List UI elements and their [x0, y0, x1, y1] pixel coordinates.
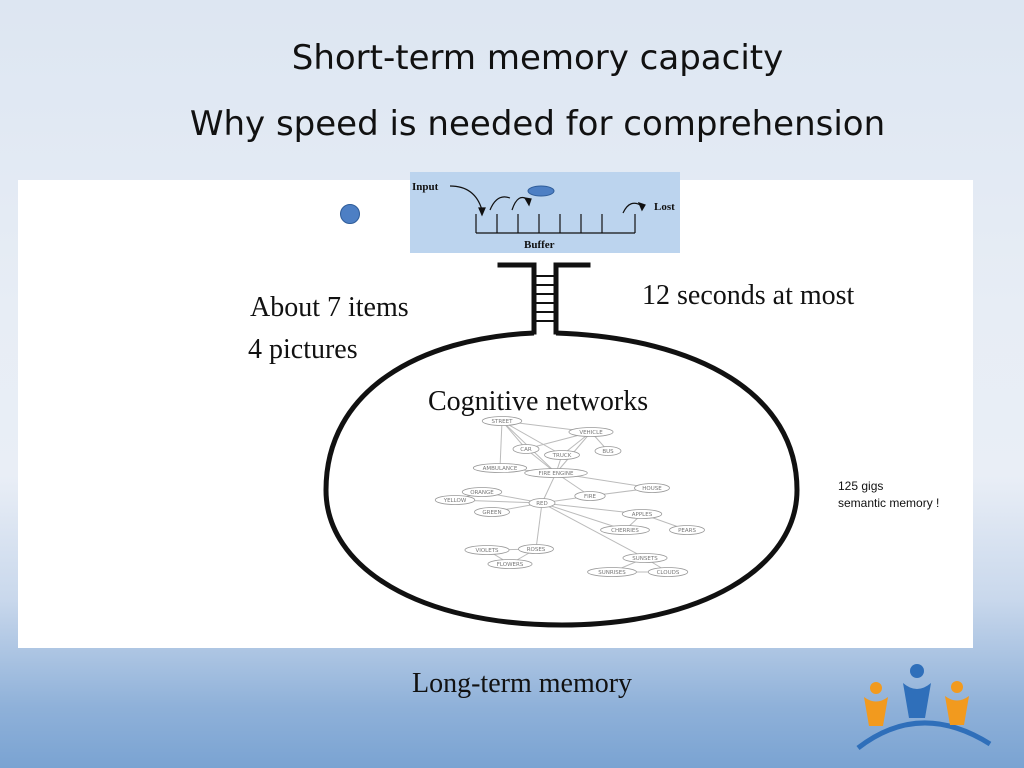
network-node-label: STREET — [492, 419, 514, 425]
network-node-oval — [647, 567, 689, 577]
buffer-label: Buffer — [524, 239, 555, 251]
network-node-oval — [487, 559, 533, 569]
network-nodes: STREET VEHICLE CAR BUS TRUCK AMBULANCE FIRE EN… — [434, 416, 705, 577]
slide-title: Short-term memory capacity — [291, 38, 784, 78]
network-node-label: GREEN — [482, 510, 501, 516]
network-node-oval — [621, 509, 663, 519]
network-node-oval — [669, 525, 705, 535]
network-node: CLOUDS — [647, 567, 689, 577]
buffer-lost-label: Lost — [654, 201, 675, 213]
logo-head-right — [951, 681, 963, 693]
logo-head-left — [870, 682, 882, 694]
network-node: VEHICLE — [568, 427, 614, 437]
network-node: CAR — [512, 444, 540, 454]
network-node-oval — [461, 487, 503, 497]
capacity-pictures-label: 4 pictures — [248, 334, 358, 365]
logo-body-center — [903, 683, 931, 718]
buffer-arrows — [449, 185, 646, 234]
semantic-memory-note: 125 gigs semantic memory ! — [838, 478, 939, 512]
network-node-label: AMBULANCE — [483, 466, 518, 472]
duration-label: 12 seconds at most — [642, 280, 855, 311]
network-node-oval — [634, 483, 670, 493]
network-node-oval — [524, 468, 588, 478]
network-node-label: CHERRIES — [611, 528, 639, 534]
network-node: RED — [528, 498, 556, 508]
network-node-label: TRUCK — [552, 453, 572, 459]
network-node-label: BUS — [602, 449, 614, 455]
network-node-oval — [528, 498, 556, 508]
network-node: SUNRISES — [587, 567, 637, 577]
network-node: YELLOW — [434, 495, 476, 505]
network-node-oval — [512, 444, 540, 454]
network-node-oval — [434, 495, 476, 505]
network-node-label: ROSES — [527, 547, 546, 553]
network-node-label: VEHICLE — [579, 430, 603, 436]
buffer-diagram — [410, 172, 680, 253]
gigs-line: 125 gigs — [838, 479, 884, 493]
network-node-label: SUNSETS — [632, 556, 658, 562]
network-node: HOUSE — [634, 483, 670, 493]
network-node-oval — [600, 525, 650, 535]
network-node: FIRE — [574, 491, 606, 501]
network-node: FLOWERS — [487, 559, 533, 569]
network-node-label: CAR — [520, 447, 532, 453]
network-node-label: CLOUDS — [657, 570, 680, 576]
network-node: ORANGE — [461, 487, 503, 497]
diagram-panel — [18, 180, 973, 648]
network-node-oval — [472, 463, 528, 473]
network-node: BUS — [594, 446, 622, 456]
network-node-label: APPLES — [632, 512, 653, 518]
network-node-label: FLOWERS — [497, 562, 524, 568]
long-term-memory-circle — [323, 330, 800, 628]
capacity-items-label: About 7 items — [250, 292, 409, 323]
network-node-oval — [474, 507, 510, 517]
logo-body-left — [864, 697, 888, 726]
logo — [856, 664, 992, 750]
funnel-neck — [497, 262, 591, 335]
network-node: APPLES — [621, 509, 663, 519]
network-node: PEARS — [669, 525, 705, 535]
network-node-oval — [544, 450, 580, 460]
semantic-memory-line: semantic memory ! — [838, 496, 940, 510]
network-node-label: SUNRISES — [598, 570, 626, 576]
buffer-input-label: Input — [412, 181, 439, 193]
long-term-memory-label: Long-term memory — [412, 668, 633, 699]
network-node: FIRE ENGINE — [524, 468, 588, 478]
network-node-label: VIOLETS — [475, 548, 499, 554]
slide-subtitle: Why speed is needed for comprehension — [189, 104, 886, 144]
network-node-oval — [464, 545, 510, 555]
network-node: CHERRIES — [600, 525, 650, 535]
logo-body-right — [945, 696, 969, 725]
network-node: VIOLETS — [464, 545, 510, 555]
network-node: GREEN — [474, 507, 510, 517]
network-node-oval — [622, 553, 668, 563]
network-node-label: HOUSE — [642, 486, 662, 492]
network-node: ROSES — [518, 544, 554, 554]
network-node-oval — [574, 491, 606, 501]
network-node-oval — [594, 446, 622, 456]
network-node-label: PEARS — [678, 528, 696, 534]
network-node-label: YELLOW — [443, 498, 467, 504]
network-node-oval — [568, 427, 614, 437]
network-node-label: FIRE — [584, 494, 597, 500]
network-node-oval — [518, 544, 554, 554]
network-node-oval — [587, 567, 637, 577]
memory-item-dot — [340, 204, 360, 224]
cognitive-networks-label: Cognitive networks — [428, 386, 649, 417]
network-node: AMBULANCE — [472, 463, 528, 473]
logo-head-center — [910, 664, 924, 678]
buffer-item-oval — [527, 185, 555, 197]
network-node-oval — [481, 416, 523, 426]
network-node: SUNSETS — [622, 553, 668, 563]
network-node: STREET — [481, 416, 523, 426]
network-node: TRUCK — [544, 450, 580, 460]
network-node-label: RED — [536, 501, 548, 507]
network-node-label: ORANGE — [470, 490, 494, 496]
network-node-label: FIRE ENGINE — [539, 471, 574, 477]
ladder-rungs — [536, 275, 554, 322]
logo-arc — [856, 720, 992, 750]
